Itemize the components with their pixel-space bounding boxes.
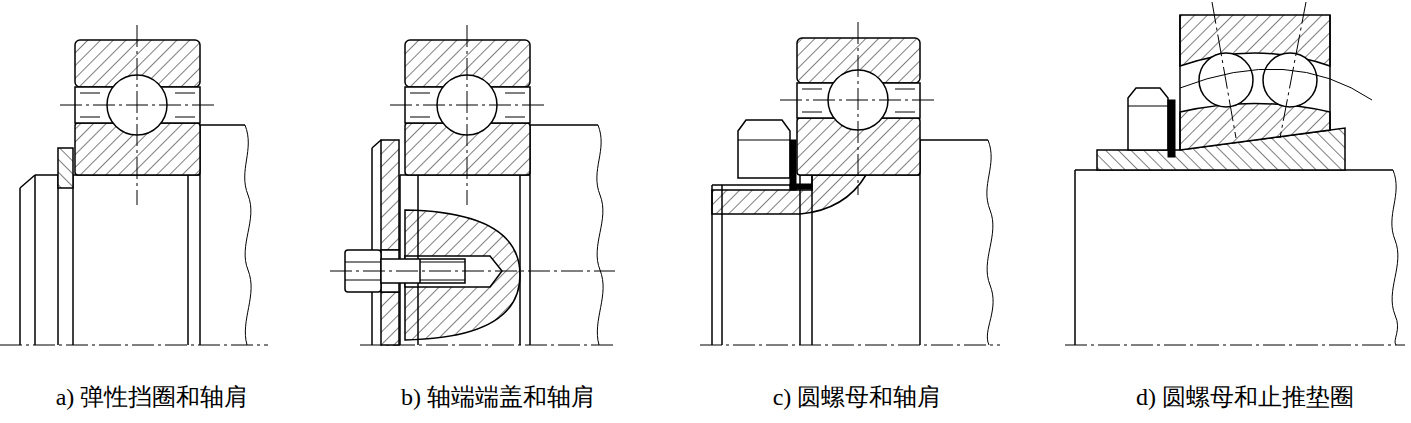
- figure-caption: c) 圆螺母和轴肩: [773, 383, 942, 412]
- shaft: [1065, 170, 1405, 345]
- round-nut-part: [738, 140, 790, 141]
- bearing-part: [802, 112, 822, 113]
- shaft-part: [0, 345, 268, 346]
- bearing-part: [1179, 15, 1181, 150]
- shaft-part: [72, 175, 74, 345]
- snap-ring: [58, 148, 73, 188]
- shaft-part: [1392, 170, 1398, 345]
- bearing-part: [895, 112, 915, 113]
- shaft-part: [1065, 345, 1405, 346]
- end-plate-part: [381, 292, 399, 345]
- figure-caption: b) 轴端端盖和轴肩: [401, 383, 595, 412]
- bearing-part: [410, 93, 430, 94]
- bearing-part: [467, 25, 468, 205]
- end-plate-part: [372, 140, 381, 148]
- tab-washer-part: [1168, 100, 1175, 157]
- bearing-part: [1329, 15, 1331, 130]
- bearing: [1180, 2, 1372, 150]
- figure-caption: a) 弹性挡圈和轴肩: [56, 383, 249, 412]
- end-plate-part: [381, 140, 399, 250]
- end-plate: [372, 140, 399, 345]
- shaft-part: [19, 188, 21, 345]
- tab-washer: [1168, 100, 1175, 157]
- round-nut-part: [1128, 106, 1168, 107]
- shaft-part: [920, 139, 988, 141]
- bolt-part: [420, 280, 465, 281]
- figure-d: [1065, 2, 1405, 345]
- shaft-part: [530, 124, 598, 126]
- shaft-part: [519, 175, 521, 345]
- shaft-part: [34, 175, 36, 345]
- bolt-part: [420, 262, 465, 263]
- bearing-part: [410, 117, 430, 118]
- bearing-part: [895, 89, 915, 90]
- lock-washer-part: [790, 140, 796, 190]
- shaft-part: [711, 185, 713, 345]
- bearing-part: [780, 100, 935, 101]
- shaft-part: [700, 345, 1000, 346]
- figure-b: [330, 25, 615, 345]
- round-nut: [1128, 88, 1168, 150]
- bearing: [780, 22, 935, 195]
- lock-washer: [790, 140, 812, 190]
- shaft-part: [20, 175, 35, 188]
- shaft-part: [200, 124, 245, 126]
- lock-washer-part: [790, 184, 812, 189]
- bearing-part: [175, 93, 195, 94]
- shaft-part: [57, 175, 59, 345]
- bearing-part: [390, 105, 545, 106]
- shaft-part: [987, 140, 993, 345]
- bearing-part: [80, 117, 100, 118]
- shaft-part: [799, 175, 801, 345]
- shaft-part: [597, 125, 603, 345]
- round-nut-part: [738, 120, 790, 178]
- bearing-part: [175, 117, 195, 118]
- shaft-part: [1074, 170, 1076, 345]
- shaft-part: [245, 125, 251, 345]
- bearing-part: [858, 22, 859, 195]
- bearing: [60, 25, 215, 205]
- bearing-part: [505, 93, 525, 94]
- figure-c: [700, 22, 1000, 345]
- bolt-part: [345, 280, 381, 281]
- bearing: [390, 25, 545, 205]
- snap-ring-part: [58, 148, 73, 188]
- shaft-part: [712, 184, 800, 186]
- shaft-part: [721, 185, 723, 345]
- figure-caption: d) 圆螺母和止推垫圈: [1136, 383, 1354, 412]
- bearing-part: [1180, 15, 1330, 66]
- bolt-part: [330, 271, 615, 272]
- bearing-part: [1280, 2, 1306, 138]
- round-nut-part: [1128, 88, 1168, 150]
- bolt-part: [419, 259, 421, 283]
- bearing-part: [505, 117, 525, 118]
- bearing-part: [60, 105, 215, 106]
- bolt-part: [345, 262, 381, 263]
- end-plate-part: [371, 148, 373, 345]
- bearing-part: [1212, 2, 1236, 138]
- shaft-part: [187, 175, 189, 345]
- bolt: [330, 250, 615, 292]
- bearing-part: [1263, 53, 1317, 107]
- shaft-part: [811, 175, 813, 345]
- figure-a: [0, 25, 268, 345]
- bearing-part: [1180, 69, 1372, 100]
- bearing-part: [80, 93, 100, 94]
- round-nut: [738, 120, 790, 178]
- bearing-part: [802, 89, 822, 90]
- bearing-part: [1180, 104, 1330, 151]
- shaft-part: [712, 175, 866, 214]
- bearing-part: [137, 25, 138, 205]
